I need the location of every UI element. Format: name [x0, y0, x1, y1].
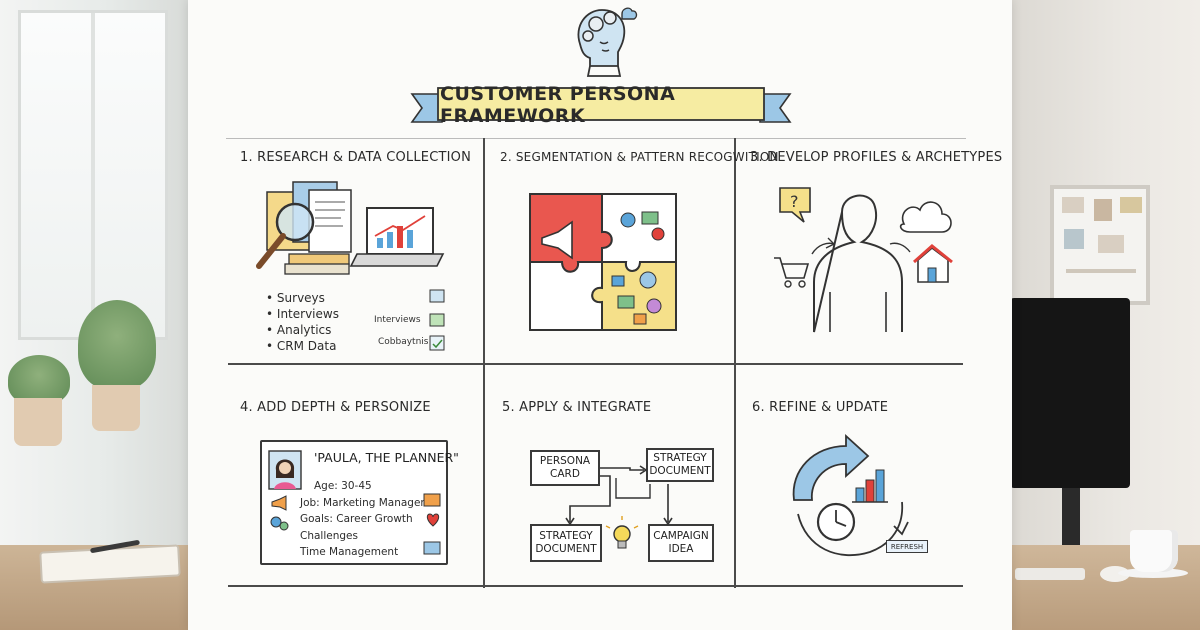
step-4-title: 4. ADD DEPTH & PERSONIZE	[240, 400, 431, 415]
megaphone-icon	[271, 495, 287, 511]
persona-card: 'PAULA, THE PLANNER" Age: 30-45 Job: Mar…	[260, 440, 459, 565]
refine-illustration	[792, 433, 909, 556]
persona-left-icons	[270, 495, 289, 531]
step-5-title: 5. APPLY & INTEGRATE	[502, 400, 652, 415]
lightbulb-icon	[605, 516, 639, 549]
saucer	[1118, 568, 1188, 578]
step-2-title: 2. SEGMENTATION & PATTERN RECOGWITION	[500, 150, 779, 164]
brain-head-gears-icon	[577, 7, 638, 77]
research-illustration	[256, 181, 445, 275]
page-title: CUSTOMER PERSONA FRAMEWORK	[440, 83, 676, 127]
side-label-interviews: Interviews	[374, 315, 421, 325]
cloud-icon	[899, 201, 952, 233]
question-bubble-icon: ?	[779, 187, 811, 223]
window	[18, 10, 168, 340]
whiteboard: CUSTOMER PERSONA FRAMEWORK 1. RESEARCH &…	[188, 0, 1012, 630]
plant-pot	[92, 385, 140, 431]
title-banner	[410, 87, 792, 123]
house-icon	[913, 244, 953, 283]
box-persona-card: PERSONA CARD	[530, 450, 600, 486]
megaphone-icon	[541, 220, 573, 260]
divider-horizontal-bottom	[228, 585, 963, 587]
box-strategy-bottom: STRATEGY DOCUMENT	[530, 524, 602, 562]
plant-icon	[8, 355, 70, 405]
avatar-icon	[268, 450, 302, 490]
chat-icon	[429, 313, 445, 327]
research-bullet-list: Surveys Interviews Analytics CRM Data	[266, 290, 339, 354]
bar-chart-icon	[852, 469, 888, 503]
svg-text:?: ?	[790, 192, 799, 211]
corkboard	[1050, 185, 1150, 305]
flow-arrows	[565, 465, 673, 549]
step-6-title: 6. REFINE & UPDATE	[752, 400, 889, 415]
clock-icon	[816, 502, 856, 542]
refresh-tag: REFRESH	[886, 540, 928, 553]
survey-icon	[429, 289, 445, 303]
box-campaign-idea-label: CAMPAIGN IDEA	[653, 530, 709, 555]
gears-icon	[270, 516, 282, 528]
box-persona-card-label: PERSONA CARD	[539, 455, 591, 480]
box-strategy-top-label: STRATEGY DOCUMENT	[649, 452, 711, 477]
cycle-arrow-icon	[792, 433, 909, 556]
persona-right-icons	[423, 493, 441, 555]
bullet-analytics: Analytics	[266, 322, 339, 338]
step-1-title: 1. RESEARCH & DATA COLLECTION	[240, 150, 472, 165]
box-strategy-top: STRATEGY DOCUMENT	[646, 448, 714, 482]
step-3-title: 3. DEVELOP PROFILES & ARCHETYPES	[750, 150, 1003, 165]
persona-job: Job: Marketing Manager	[300, 497, 425, 509]
side-icons	[429, 289, 445, 351]
monitor	[1010, 298, 1130, 488]
side-label-cobbaytnis: Cobbaytnis	[378, 337, 429, 347]
persona-goals: Goals: Career Growth	[300, 513, 413, 525]
plant-pot	[14, 398, 62, 446]
bullet-crm-data: CRM Data	[266, 338, 339, 354]
laptop-chart-icon	[349, 207, 445, 267]
shopping-cart-icon	[774, 257, 810, 288]
box-strategy-bottom-label: STRATEGY DOCUMENT	[535, 530, 597, 555]
heart-icon	[426, 513, 440, 527]
coffee-cup-icon	[1130, 530, 1178, 572]
checklist-icon	[429, 335, 445, 351]
person-silhouette-icon	[813, 194, 903, 333]
bullet-surveys: Surveys	[266, 290, 339, 306]
persona-age: Age: 30-45	[314, 480, 372, 492]
persona-challenges: Challenges	[300, 530, 358, 542]
puzzle-icon	[529, 193, 677, 331]
box-campaign-idea: CAMPAIGN IDEA	[648, 524, 714, 562]
divider-horizontal-middle	[228, 363, 963, 365]
profiles-illustration: ?	[774, 187, 953, 333]
magnifier-icon	[256, 202, 315, 269]
monitor-stand	[1062, 488, 1080, 548]
divider-horizontal-top	[226, 138, 966, 139]
keyboard	[1015, 568, 1085, 580]
bullet-interviews: Interviews	[266, 306, 339, 322]
persona-time: Time Management	[300, 546, 399, 558]
plant-icon	[78, 300, 156, 390]
persona-name: 'PAULA, THE PLANNER"	[314, 450, 459, 465]
